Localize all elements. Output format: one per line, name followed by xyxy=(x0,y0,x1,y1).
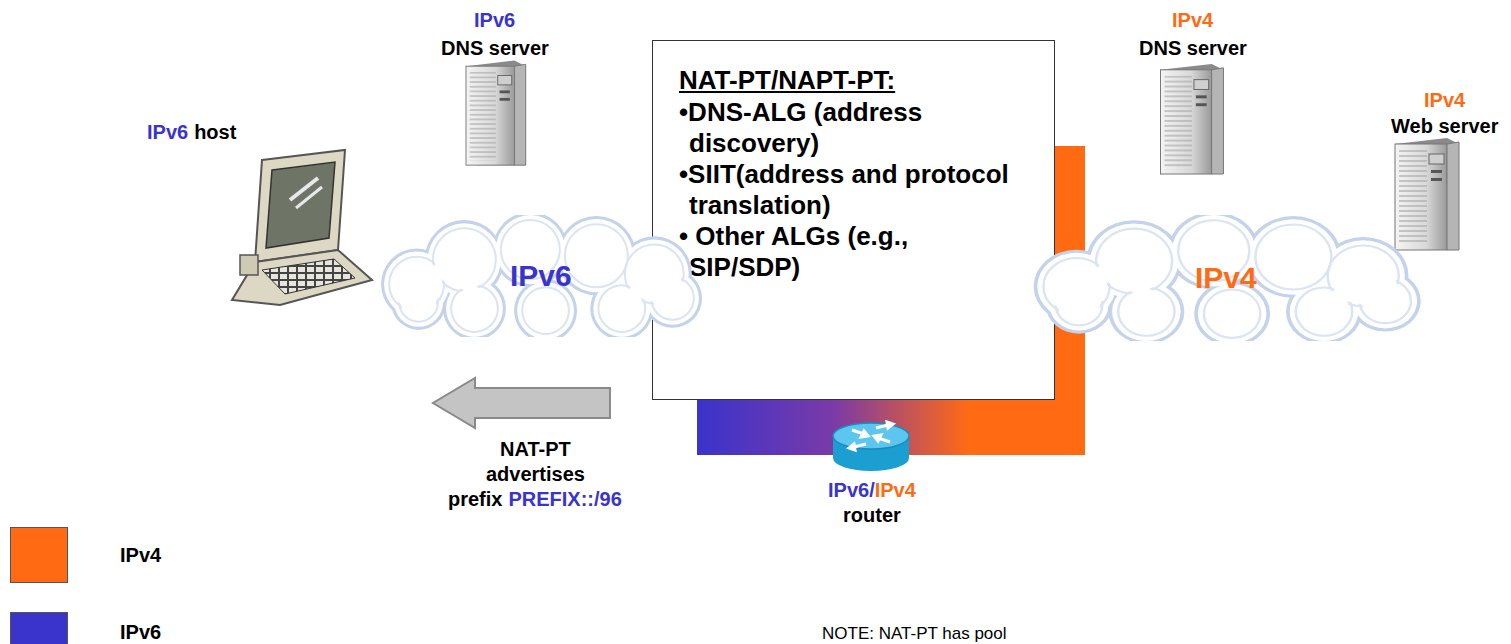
protocol-tag: IPv4 xyxy=(1172,8,1213,32)
arrow-label: prefix xyxy=(448,487,502,511)
label-group: DNS server xyxy=(441,36,549,60)
label-group: Web server xyxy=(1391,114,1498,138)
server-label: DNS server xyxy=(441,36,549,60)
label-group: prefixPREFIX::/96 xyxy=(448,487,622,511)
label-group: router xyxy=(843,503,901,527)
label-group: IPv6/IPv4 xyxy=(828,478,916,502)
ipv4-dns-server-icon xyxy=(1161,64,1224,174)
network-cloud: IPv6 xyxy=(378,215,703,337)
legend-text: IPv6 xyxy=(120,620,161,644)
label-group: IPv4 xyxy=(1172,8,1213,32)
protocol-tag: IPv6 xyxy=(147,120,188,144)
protocol-tag: IPv6 xyxy=(474,8,515,32)
host-label: host xyxy=(194,120,236,144)
cloud-label: IPv4 xyxy=(1195,261,1257,295)
protocol-tag: IPv4 xyxy=(1424,88,1465,112)
note-text: NOTE: NAT-PT has pool xyxy=(822,622,1007,644)
bullet-text: •DNS-ALG (address discovery) xyxy=(679,97,1019,159)
laptop-icon xyxy=(232,150,372,305)
label-group: advertises xyxy=(486,462,585,486)
legend-text: IPv4 xyxy=(120,543,161,567)
label-group: IPv4 xyxy=(1424,88,1465,112)
bullet-text: • Other ALGs (e.g., SIP/SDP) xyxy=(679,221,1019,283)
label-group: NOTE: NAT-PT has pool xyxy=(822,622,1007,644)
arrow-label: advertises xyxy=(486,462,585,486)
legend-swatch xyxy=(10,612,68,644)
box-heading: NAT-PT/NAPT-PT: xyxy=(679,63,1032,97)
protocol-tag: IPv6/ xyxy=(828,478,875,502)
cloud-label: IPv6 xyxy=(510,259,572,293)
router-icon xyxy=(833,422,909,471)
advertise-arrow xyxy=(433,378,610,428)
router-label: router xyxy=(843,503,901,527)
bullet-text: •SIIT(address and protocol translation) xyxy=(679,159,1019,221)
label-group: IPv6 xyxy=(474,8,515,32)
label-group: DNS server xyxy=(1139,36,1247,60)
ipv6-dns-server-icon xyxy=(466,61,526,166)
ipv4-web-server-icon xyxy=(1395,138,1459,250)
network-cloud: IPv4 xyxy=(1030,215,1422,341)
arrow-label: NAT-PT xyxy=(500,437,571,461)
label-group: IPv6host xyxy=(147,120,236,144)
process-box: NAT-PT/NAPT-PT:•DNS-ALG (address discove… xyxy=(652,40,1055,400)
server-label: Web server xyxy=(1391,114,1498,138)
prefix-label: PREFIX::/96 xyxy=(508,487,621,511)
server-label: DNS server xyxy=(1139,36,1247,60)
legend-swatch xyxy=(10,527,68,583)
protocol-tag: IPv4 xyxy=(875,478,916,502)
label-group: NAT-PT xyxy=(500,437,571,461)
